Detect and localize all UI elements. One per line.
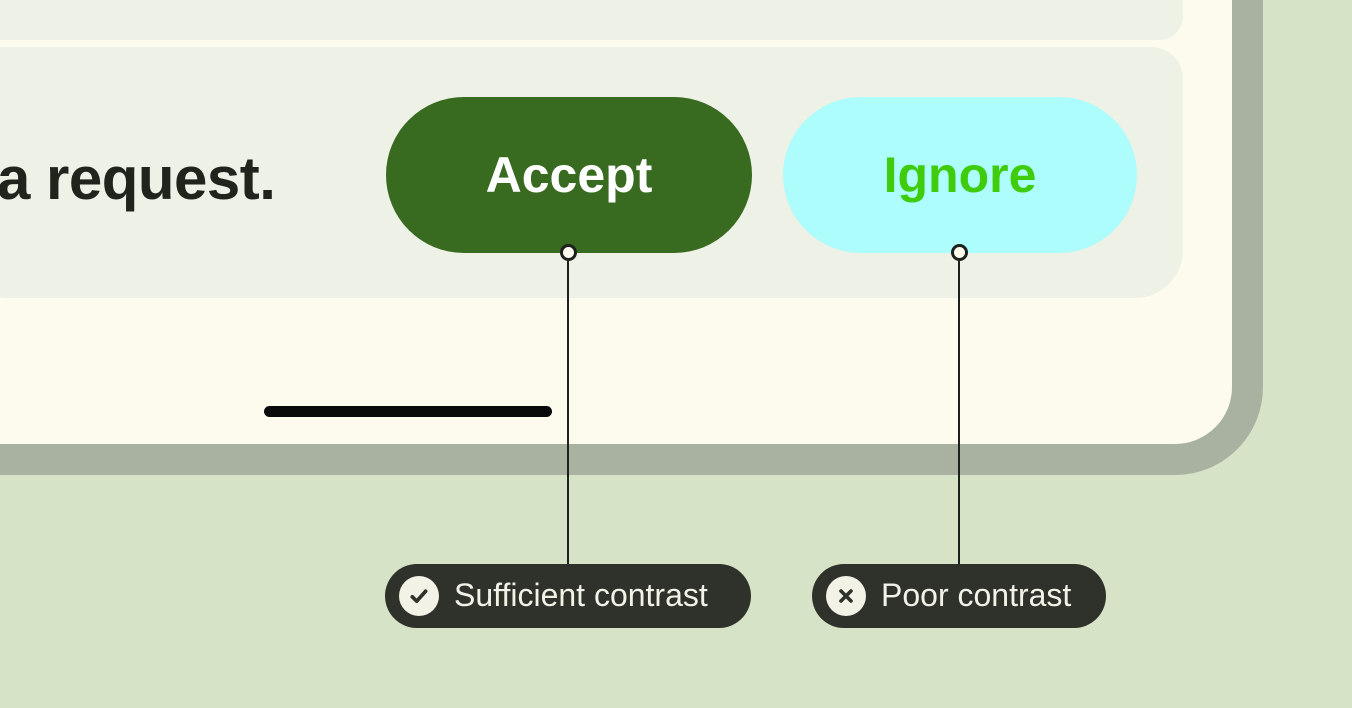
list-card-top	[0, 0, 1183, 40]
callout-label: Poor contrast	[881, 576, 1072, 613]
callout-connector-line	[567, 261, 569, 564]
poor-contrast-callout: Poor contrast	[812, 564, 1106, 628]
check-icon	[399, 576, 439, 616]
sufficient-contrast-callout: Sufficient contrast	[385, 564, 751, 628]
callout-connector-line	[958, 261, 960, 564]
callout-anchor-dot	[560, 244, 577, 261]
x-icon	[826, 576, 866, 616]
callout-anchor-dot	[951, 244, 968, 261]
ignore-button[interactable]: Ignore	[783, 97, 1137, 253]
message-text: a request.	[0, 145, 276, 212]
home-indicator	[264, 406, 552, 417]
callout-label: Sufficient contrast	[454, 576, 708, 613]
accept-button[interactable]: Accept	[386, 97, 752, 253]
